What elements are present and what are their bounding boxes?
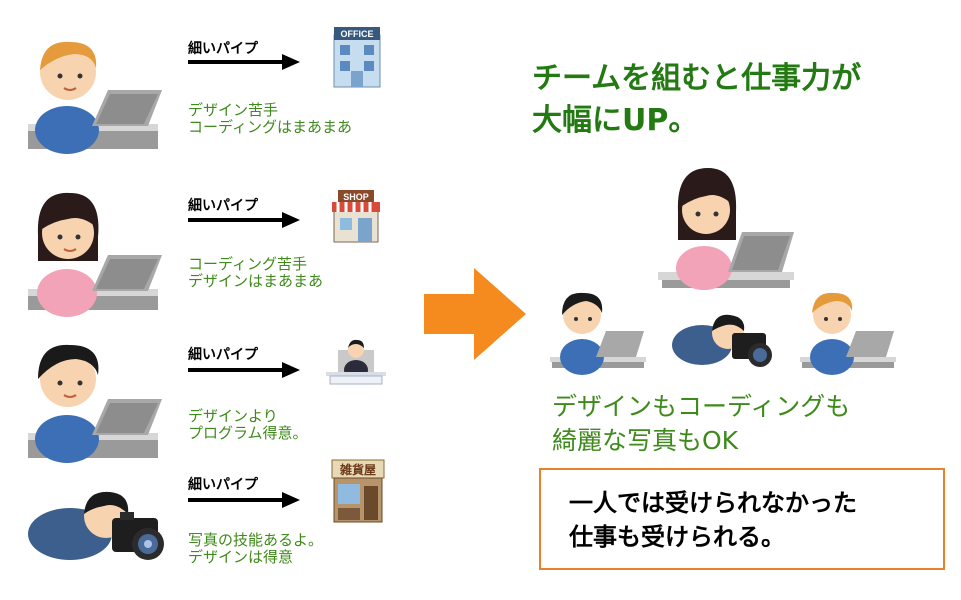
big-right-arrow-icon bbox=[424, 268, 526, 360]
conclusion-box: 一人では受けられなかった仕事も受けられる。 bbox=[539, 468, 945, 570]
general-store-icon: 雑貨屋 bbox=[331, 459, 385, 523]
office-sign: OFFICE bbox=[341, 29, 374, 39]
person-orange-hair-laptop bbox=[28, 41, 162, 154]
person-woman-pink-laptop bbox=[28, 192, 162, 317]
skill-description: デザインよりプログラム得意。 bbox=[188, 407, 308, 442]
team-boy-black-hair-laptop bbox=[550, 292, 646, 375]
team-boy-orange-hair-laptop bbox=[800, 292, 896, 375]
skill-description: 写真の技能あるよ。デザインは得意 bbox=[188, 531, 324, 566]
headline: チームを組むと仕事力が大幅にUP。 bbox=[532, 61, 862, 138]
shop-icon: SHOP bbox=[332, 190, 380, 243]
right-arrow-icon bbox=[188, 492, 300, 508]
office-building-icon: OFFICE bbox=[333, 27, 381, 88]
right-arrow-icon bbox=[188, 362, 300, 378]
pipe-label: 細いパイプ bbox=[188, 41, 258, 57]
conclusion-text: 一人では受けられなかった仕事も受けられる。 bbox=[569, 489, 857, 551]
photographer-with-camera bbox=[28, 491, 164, 560]
team-result-text: デザインもコーディングも綺麗な写真もOK bbox=[552, 392, 851, 455]
pipe-label: 細いパイプ bbox=[188, 347, 258, 363]
pipe-label: 細いパイプ bbox=[188, 198, 258, 214]
skill-description: コーディング苦手デザインはまあまあ bbox=[188, 255, 324, 290]
shop-sign: SHOP bbox=[343, 192, 369, 202]
team-photographer-camera bbox=[672, 314, 772, 367]
right-arrow-icon bbox=[188, 54, 300, 70]
team-woman-pink-laptop bbox=[658, 168, 794, 290]
store-sign: 雑貨屋 bbox=[339, 462, 376, 477]
right-arrow-icon bbox=[188, 212, 300, 228]
person-black-hair-laptop bbox=[28, 344, 162, 463]
pipe-label: 細いパイプ bbox=[188, 477, 258, 493]
skill-description: デザイン苦手コーディングはまあまあ bbox=[188, 101, 352, 136]
businessman-desk-icon bbox=[326, 339, 386, 385]
